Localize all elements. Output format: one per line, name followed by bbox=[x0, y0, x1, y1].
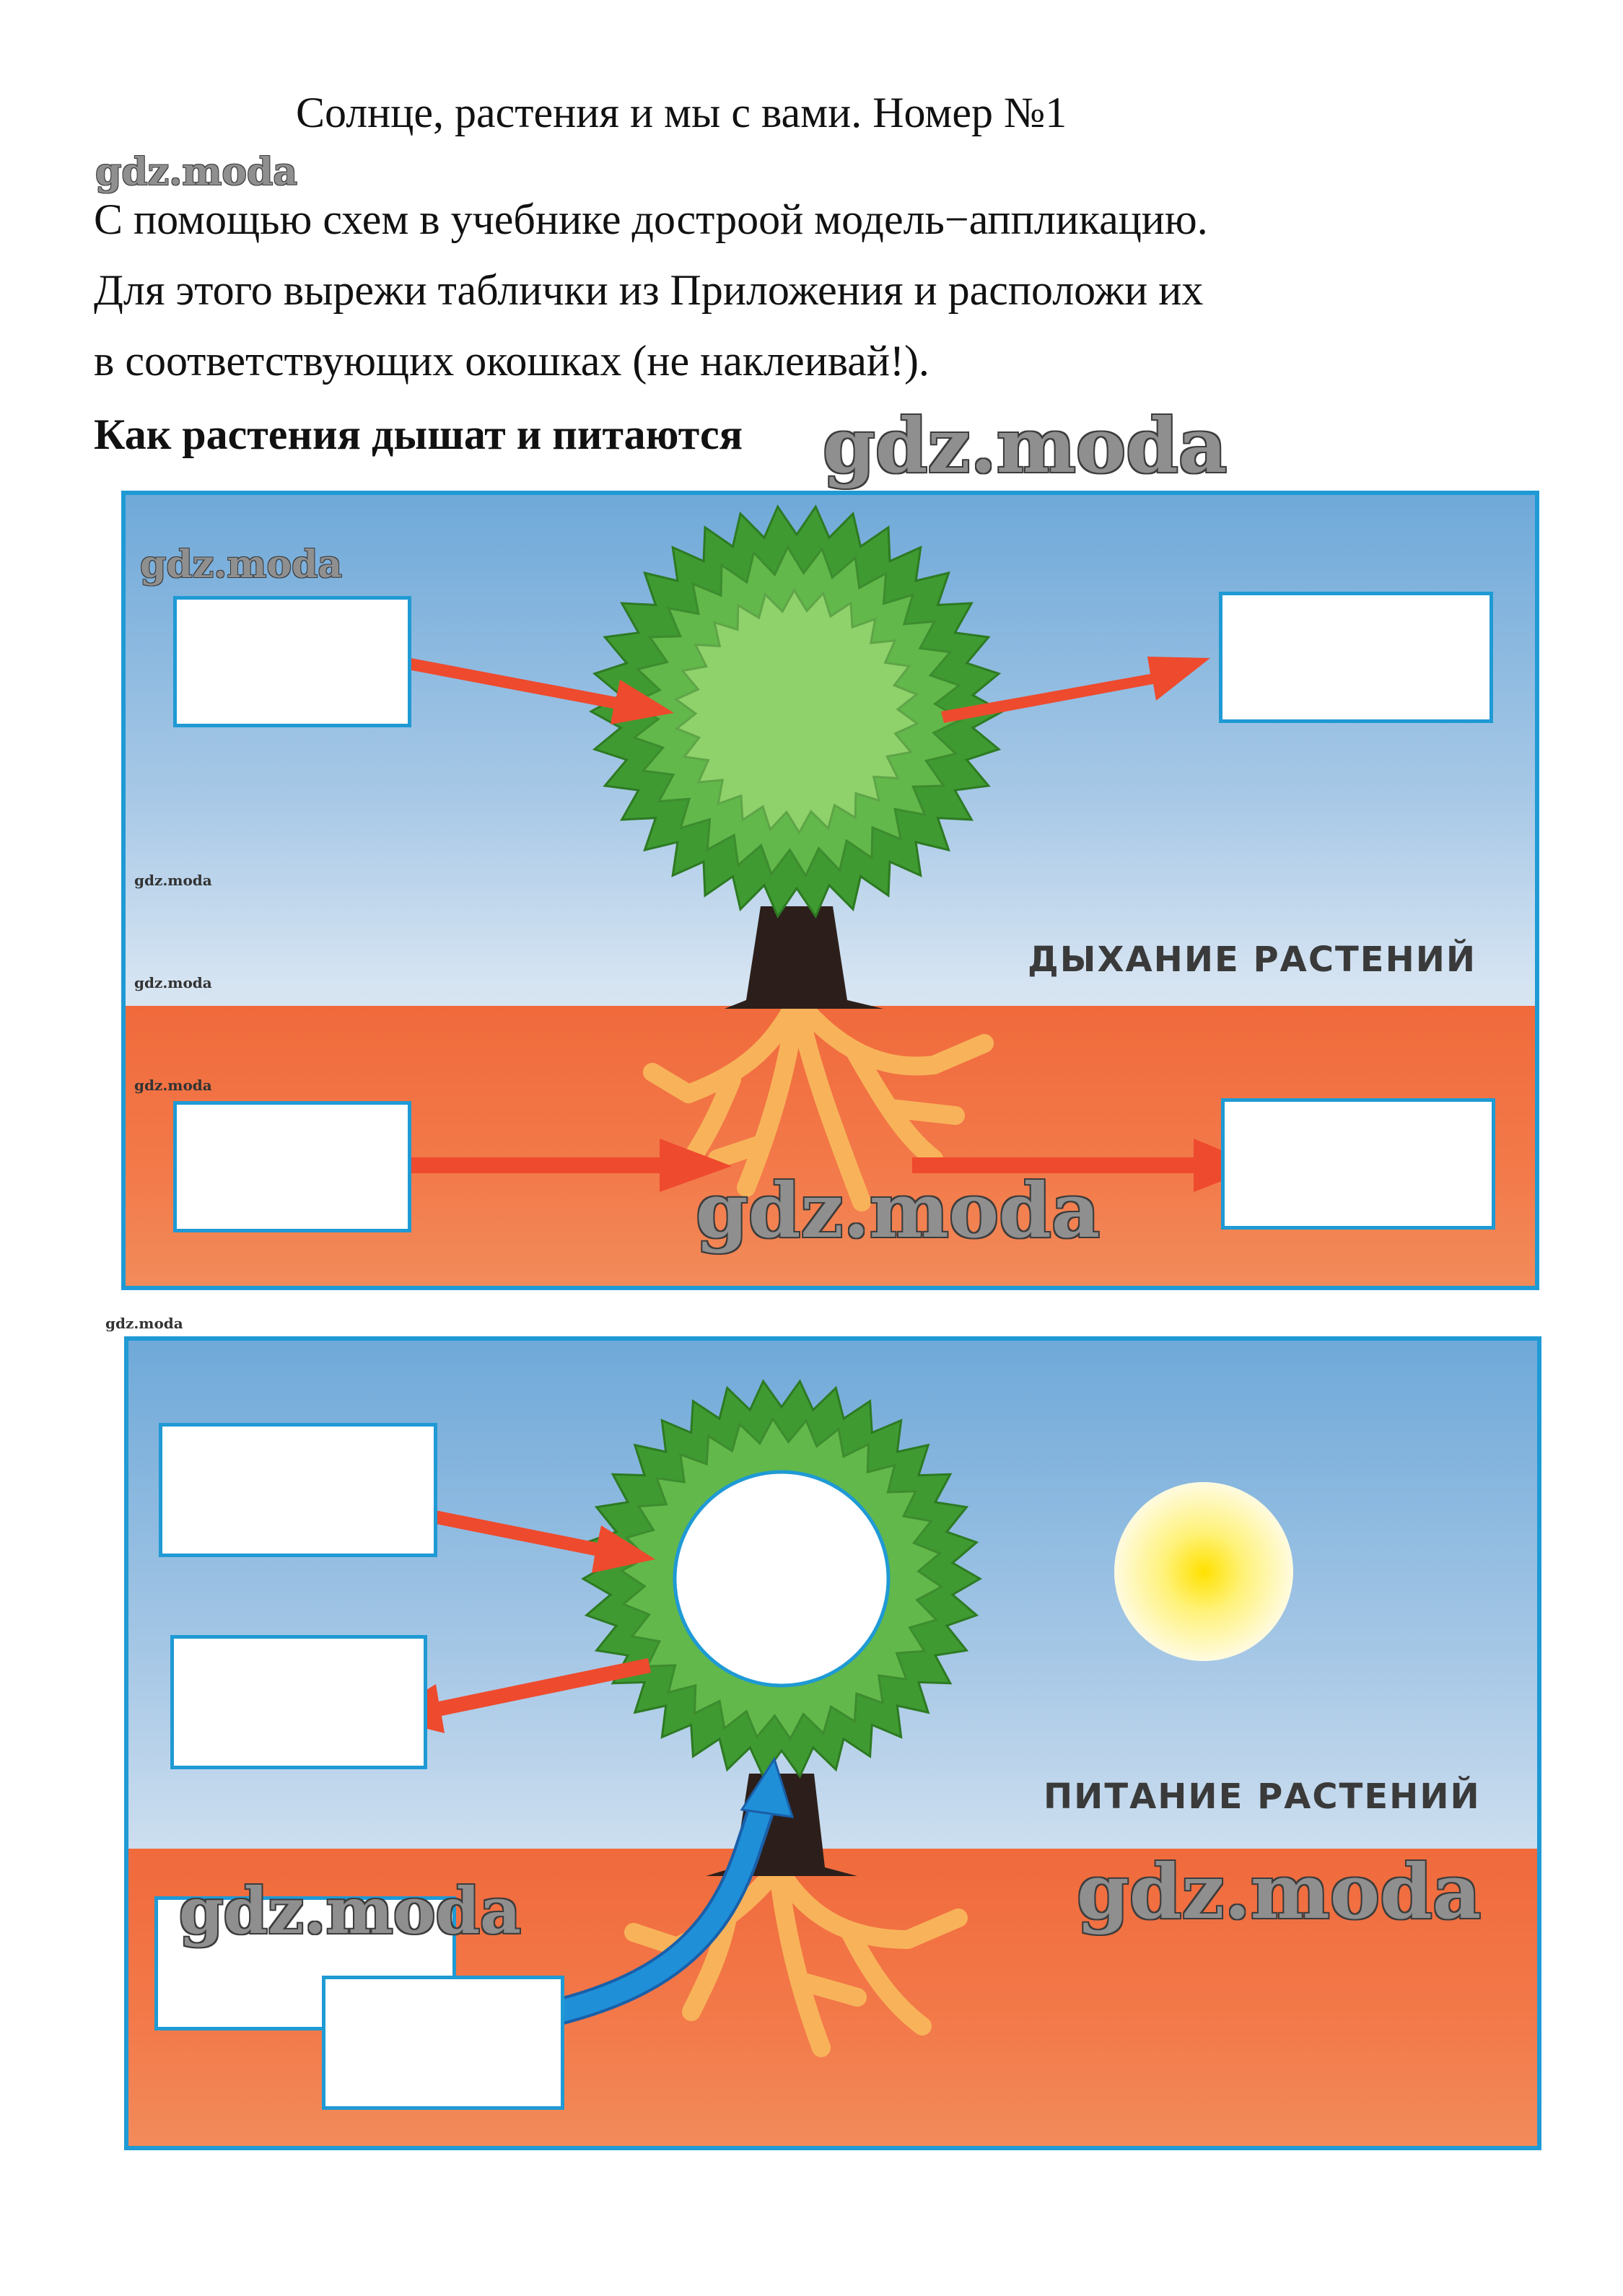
watermark: gdz.moda bbox=[696, 1166, 1101, 1255]
label-window-soil-right[interactable] bbox=[322, 1976, 564, 2110]
watermark: gdz.moda bbox=[95, 150, 298, 194]
label-window-top-left[interactable] bbox=[173, 596, 411, 727]
watermark: gdz.moda bbox=[134, 1077, 212, 1094]
breathing-diagram: ДЫХАНИЕ РАСТЕНИЙ gdz.moda gdz.moda gdz.m… bbox=[121, 491, 1539, 1290]
watermark: gdz.moda bbox=[823, 401, 1228, 490]
roots-icon bbox=[643, 991, 994, 1211]
arrow-to-roots bbox=[407, 1139, 732, 1192]
arrow-to-tree bbox=[414, 1507, 655, 1573]
watermark: gdz.moda bbox=[140, 543, 343, 587]
arrow-to-tree-top bbox=[404, 657, 674, 724]
nutrition-diagram: ПИТАНИЕ РАСТЕНИЙ gdz.moda gdz.moda bbox=[124, 1336, 1541, 2150]
label-window-soil-left[interactable] bbox=[154, 1896, 456, 2030]
nutrition-tree-illustration bbox=[381, 1379, 1293, 2057]
watermark: gdz.moda bbox=[134, 974, 212, 991]
label-window-middle-left[interactable] bbox=[170, 1635, 427, 1769]
instruction-line-1: С помощью схем в учебнике достроой модел… bbox=[94, 196, 1208, 243]
arrow-from-tree bbox=[381, 1658, 651, 1733]
tree-crown-icon bbox=[588, 504, 1005, 919]
arrow-from-roots bbox=[912, 1139, 1260, 1192]
label-window-top-right[interactable] bbox=[1219, 592, 1493, 723]
breathing-caption: ДЫХАНИЕ РАСТЕНИЙ bbox=[1028, 939, 1477, 980]
sun-icon bbox=[1114, 1482, 1293, 1661]
watermark: gdz.moda bbox=[179, 1873, 522, 1948]
watermark: gdz.moda bbox=[134, 872, 212, 889]
nutrition-caption: ПИТАНИЕ РАСТЕНИЙ bbox=[1044, 1776, 1481, 1817]
instruction-line-3: в соответствующих окошках (не наклеивай!… bbox=[94, 337, 929, 385]
watermark: gdz.moda bbox=[1077, 1847, 1482, 1936]
arrow-water-head bbox=[740, 1756, 795, 1818]
label-window-top-left[interactable] bbox=[159, 1423, 437, 1557]
watermark: gdz.moda bbox=[105, 1315, 183, 1332]
label-window-bottom-right[interactable] bbox=[1221, 1098, 1495, 1230]
label-window-crown-circle bbox=[673, 1470, 891, 1688]
breathing-tree-illustration bbox=[404, 504, 1260, 1211]
page-title: Солнце, растения и мы с вами. Номер №1 bbox=[296, 89, 1067, 136]
trunk-icon bbox=[725, 906, 883, 1009]
instruction-line-2: Для этого вырежи таблички из Приложения … bbox=[94, 266, 1204, 314]
section-heading: Как растения дышат и питаются bbox=[94, 411, 743, 458]
label-window-bottom-left[interactable] bbox=[173, 1101, 411, 1232]
arrow-from-tree-top bbox=[941, 657, 1210, 723]
